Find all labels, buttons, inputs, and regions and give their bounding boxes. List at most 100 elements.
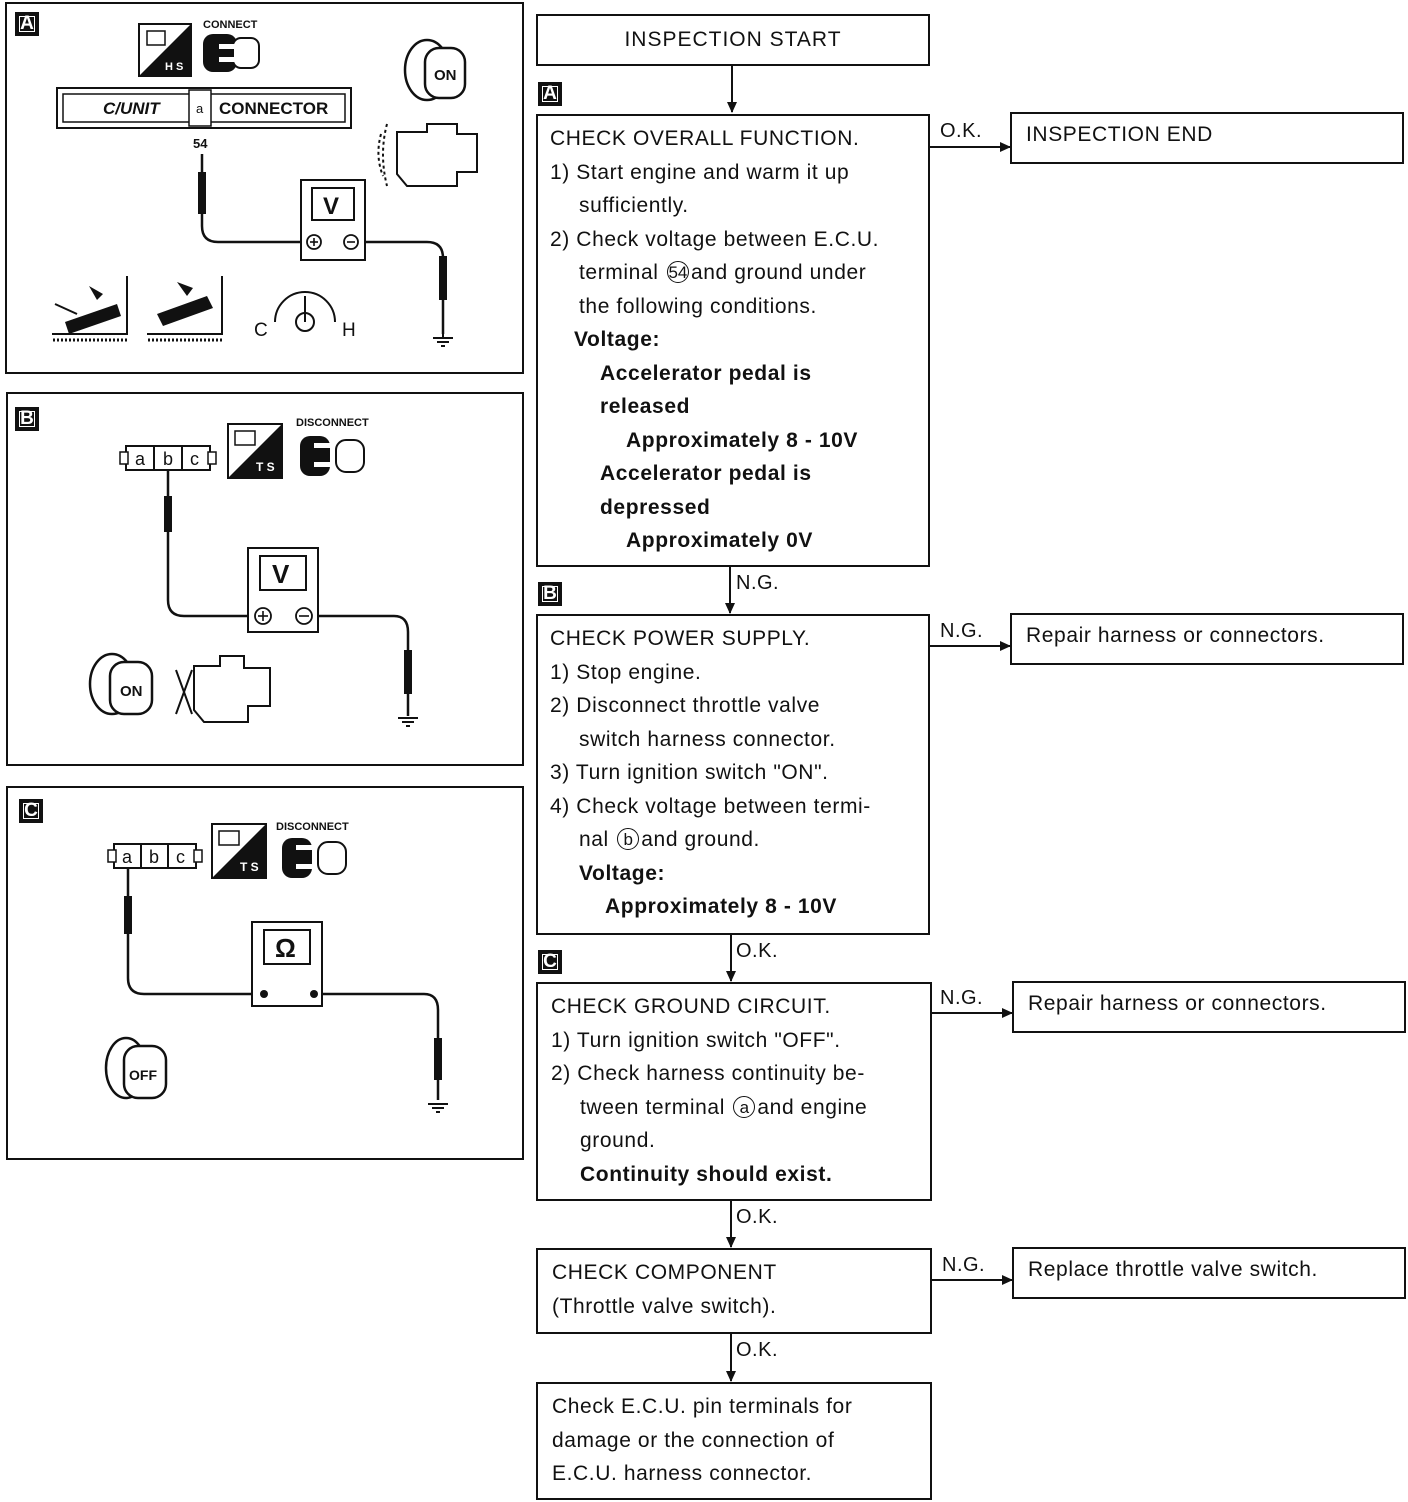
negative-probe-wire	[304, 614, 410, 716]
gauge-cold-label: C	[254, 320, 268, 341]
ts-mode-icon: T S	[227, 423, 283, 479]
ohmmeter-lead-a	[126, 868, 258, 996]
step-b-box: CHECK POWER SUPPLY. 1) Stop engine. 2) D…	[536, 614, 930, 935]
ok-label-c: O.K.	[736, 1206, 779, 1228]
engine-stopped-icon	[175, 655, 271, 723]
step-c-tag: C	[538, 950, 562, 974]
voltmeter: V	[300, 179, 366, 261]
hs-label: H S	[165, 61, 183, 73]
panel-a-illustration: H S CONNECT C/UNIT a CONNECTOR 54	[52, 19, 478, 347]
disconnect-icon: DISCONNECT	[276, 821, 349, 878]
step-a-value-2: Approximately 0V	[626, 529, 813, 552]
step-a-tag: A	[538, 82, 562, 106]
final-check-line-1: Check E.C.U. pin terminals for	[552, 1395, 853, 1418]
step-a-item-1a: 1) Start engine and warm it up	[550, 160, 850, 184]
connect-label: CONNECT	[203, 19, 258, 31]
terminal-a-circle: a	[733, 1095, 756, 1118]
accelerator-depressed-icon	[147, 276, 223, 342]
gauge-hot-label: H	[342, 320, 356, 341]
ohmmeter: Ω	[251, 921, 323, 1007]
panel-c-illustration: a b c T S DISCONNECT Ω	[104, 821, 448, 1113]
ng-label-d: N.G.	[942, 1254, 986, 1276]
voltmeter-label: V	[272, 559, 290, 589]
replace-switch-box: Replace throttle valve switch.	[1012, 1247, 1406, 1299]
voltmeter: V	[247, 547, 319, 633]
panel-c-tag: C	[19, 799, 43, 823]
pin-a-label: a	[122, 847, 133, 867]
step-b-item-2a: 2) Disconnect throttle valve	[550, 694, 821, 717]
step-b-value: Approximately 8 - 10V	[605, 895, 838, 918]
panel-a-tag: A	[15, 12, 39, 36]
check-component-subtitle: (Throttle valve switch).	[552, 1294, 777, 1318]
step-b-tag: B	[538, 582, 562, 606]
repair-box-b: Repair harness or connectors.	[1010, 613, 1404, 665]
step-b-item-2b: switch harness connector.	[579, 727, 836, 751]
accelerator-released-icon	[52, 276, 128, 342]
ng-label-c: N.G.	[940, 987, 984, 1009]
panel-a: A H S CONNECT C/UNIT a CONNECTOR 54	[5, 2, 524, 374]
ignition-on-label: ON	[120, 683, 143, 700]
throttle-switch-connector: a b c	[107, 843, 203, 869]
step-b-voltage-label: Voltage:	[579, 861, 666, 885]
step-a-item-2a: 2) Check voltage between E.C.U.	[550, 227, 880, 251]
repair-box-c: Repair harness or connectors.	[1012, 981, 1406, 1033]
ignition-key-on-icon: ON	[403, 38, 467, 102]
step-b-title: CHECK POWER SUPPLY.	[550, 627, 811, 650]
terminal-54-circle: 54	[666, 261, 689, 283]
step-c-box: CHECK GROUND CIRCUIT. 1) Turn ignition s…	[536, 982, 932, 1201]
step-b-item-4a: 4) Check voltage between termi-	[550, 794, 871, 818]
hs-mode-icon: H S	[138, 23, 192, 77]
ok-label-d: O.K.	[736, 1339, 779, 1361]
pin-c-label: c	[190, 449, 199, 469]
disconnect-label: DISCONNECT	[276, 821, 349, 833]
inspection-start-label: INSPECTION START	[624, 28, 842, 51]
ng-label-a: N.G.	[736, 572, 780, 594]
step-a-title: CHECK OVERALL FUNCTION.	[550, 127, 860, 150]
ohmmeter-lead-ground	[316, 992, 440, 1100]
panel-c: C a b c T S DISCONNECT	[6, 786, 524, 1160]
panel-b: B a b c T S DISCONNECT	[6, 392, 524, 766]
disconnect-icon: DISCONNECT	[296, 417, 369, 476]
check-component-box: CHECK COMPONENT (Throttle valve switch).	[536, 1248, 932, 1334]
ignition-on-label: ON	[434, 67, 457, 84]
pin-a-label: a	[135, 449, 146, 469]
temperature-gauge-icon: C H	[254, 291, 356, 341]
pin-b-label: b	[163, 449, 173, 469]
step-a-condition-2b: depressed	[600, 495, 711, 519]
panel-b-illustration: a b c T S DISCONNECT V	[88, 417, 418, 727]
disconnect-label: DISCONNECT	[296, 417, 369, 429]
step-a-box: CHECK OVERALL FUNCTION. 1) Start engine …	[536, 114, 930, 567]
step-c-item-2c: ground.	[580, 1129, 656, 1152]
voltmeter-label: V	[323, 193, 339, 220]
ground-icon	[398, 717, 418, 727]
step-a-value-1: Approximately 8 - 10V	[626, 428, 859, 452]
ng-label-b: N.G.	[940, 620, 984, 642]
ts-mode-icon: T S	[211, 823, 267, 879]
step-a-item-2c: the following conditions.	[579, 294, 817, 318]
ohmmeter-label: Ω	[275, 933, 296, 963]
inspection-end-label: INSPECTION END	[1026, 123, 1213, 146]
step-c-item-2a: 2) Check harness continuity be-	[551, 1062, 865, 1085]
step-c-title: CHECK GROUND CIRCUIT.	[551, 995, 831, 1018]
ground-icon	[428, 1103, 448, 1113]
inspection-start-box: INSPECTION START	[536, 14, 930, 66]
ignition-key-off-icon: OFF	[104, 1036, 168, 1100]
step-a-condition-1a: Accelerator pedal is	[600, 361, 812, 385]
step-a-condition-2a: Accelerator pedal is	[600, 462, 812, 485]
step-c-item-1: 1) Turn ignition switch "OFF".	[551, 1028, 841, 1052]
step-c-result: Continuity should exist.	[580, 1162, 833, 1186]
step-b-item-3: 3) Turn ignition switch "ON".	[550, 761, 829, 784]
connector-label: CONNECTOR	[219, 99, 328, 118]
pin-b-label: b	[149, 847, 159, 867]
ignition-off-label: OFF	[129, 1067, 157, 1083]
engine-running-icon	[377, 123, 478, 187]
repair-label-b: Repair harness or connectors.	[1026, 624, 1325, 647]
step-a-condition-1b: released	[600, 395, 691, 418]
c-unit-connector: C/UNIT a CONNECTOR 54	[56, 87, 352, 151]
final-check-box: Check E.C.U. pin terminals for damage or…	[536, 1382, 932, 1500]
positive-probe-wire	[166, 470, 256, 618]
connector-pin-label: a	[196, 101, 204, 116]
final-check-line-3: E.C.U. harness connector.	[552, 1462, 813, 1485]
